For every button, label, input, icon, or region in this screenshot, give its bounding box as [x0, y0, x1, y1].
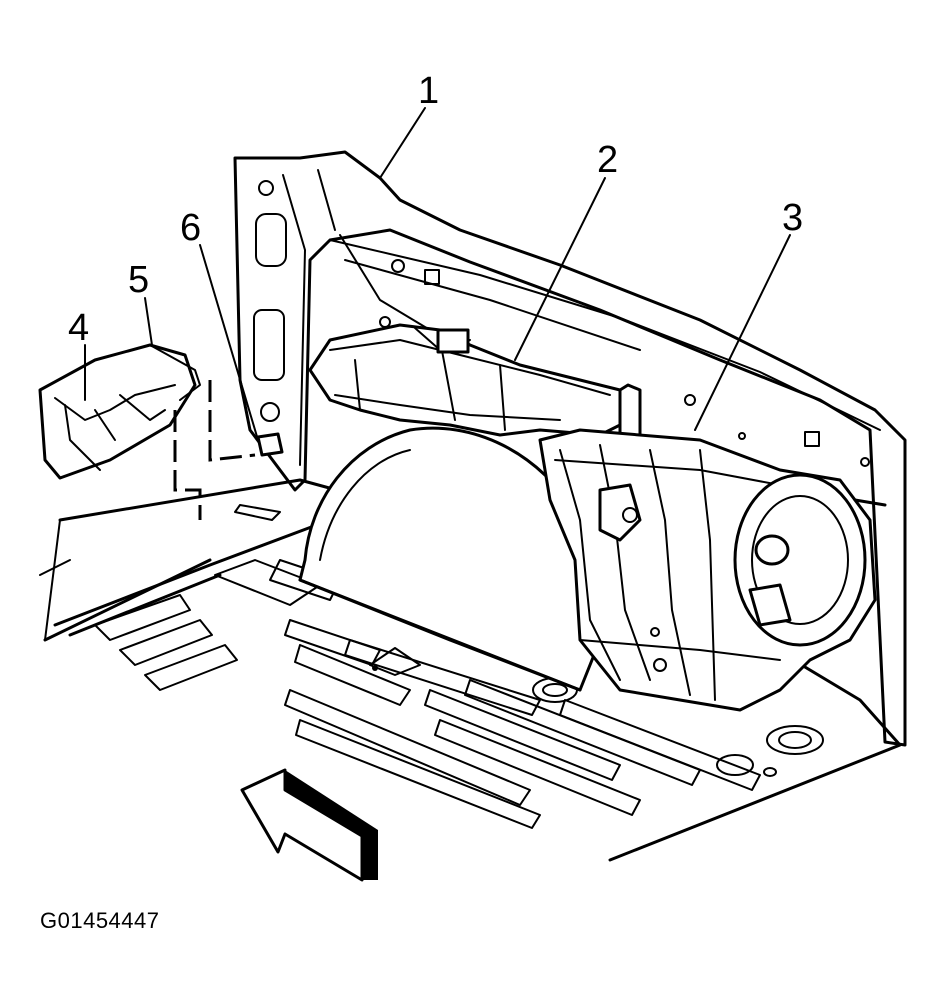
drain-fitting	[256, 432, 284, 457]
wheelhouse	[298, 426, 602, 692]
leader-lines	[84, 107, 791, 441]
callout-1: 1	[418, 70, 439, 112]
figure-id: G01454447	[40, 908, 160, 933]
forward-direction-arrow-icon	[240, 768, 378, 882]
callout-6: 6	[180, 207, 201, 249]
install-guide-line	[173, 410, 202, 520]
cover-bracket	[149, 344, 201, 401]
air-duct	[308, 323, 642, 447]
callout-2: 2	[597, 139, 618, 181]
callout-5: 5	[128, 259, 149, 301]
callout-4: 4	[68, 307, 89, 349]
install-guide-line	[208, 380, 256, 462]
drain-cover	[38, 343, 197, 480]
rear-hvac-module	[538, 428, 887, 712]
callout-3: 3	[782, 197, 803, 239]
